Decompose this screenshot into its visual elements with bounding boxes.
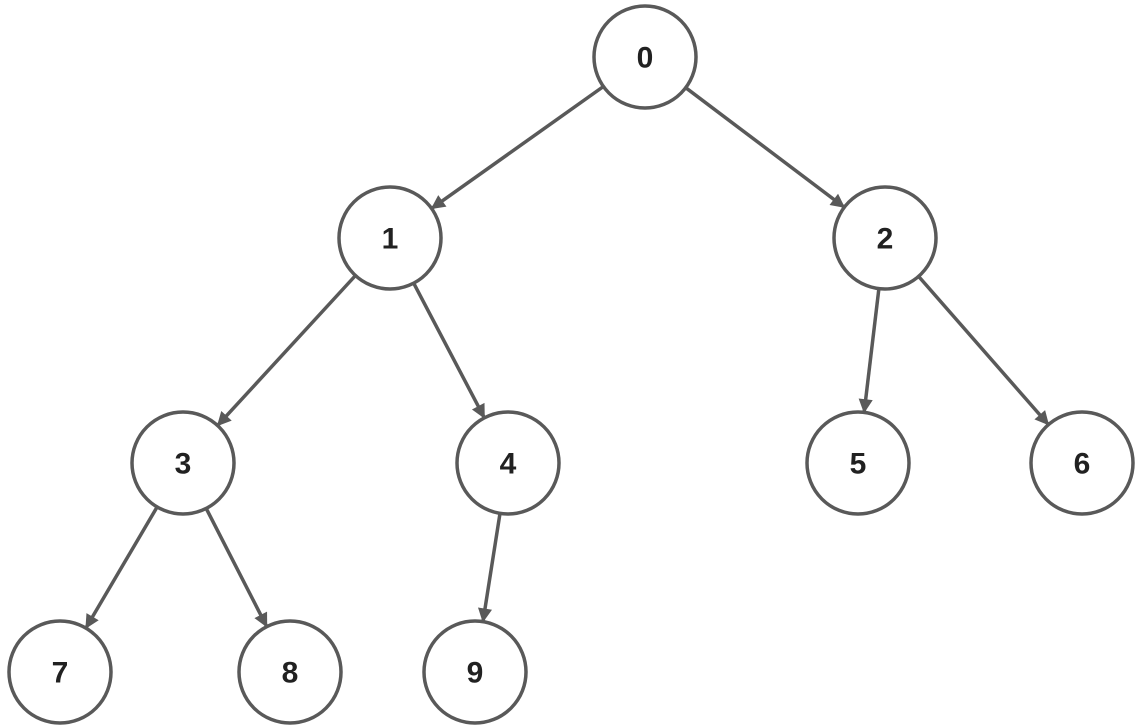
tree-node-9: 9 — [422, 619, 528, 725]
edges-layer — [83, 85, 1051, 630]
tree-node-circle-5 — [805, 410, 911, 516]
tree-node-0: 0 — [592, 4, 698, 110]
tree-node-8: 8 — [237, 619, 343, 725]
tree-edge-2-5 — [858, 288, 881, 414]
tree-edge-0-2 — [684, 86, 847, 210]
tree-node-circle-4 — [455, 410, 561, 516]
tree-node-circle-8 — [237, 619, 343, 725]
tree-node-label-7: 7 — [52, 657, 69, 690]
tree-node-1: 1 — [337, 185, 443, 291]
tree-node-label-0: 0 — [637, 42, 654, 75]
tree-node-label-5: 5 — [850, 448, 867, 481]
tree-node-label-1: 1 — [382, 223, 399, 256]
tree-node-4: 4 — [455, 410, 561, 516]
tree-node-circle-0 — [592, 4, 698, 110]
tree-edge-3-7 — [83, 506, 159, 630]
tree-node-2: 2 — [832, 185, 938, 291]
tree-edge-0-1 — [429, 85, 605, 211]
tree-node-circle-3 — [130, 410, 236, 516]
tree-node-label-6: 6 — [1074, 448, 1091, 481]
tree-node-3: 3 — [130, 410, 236, 516]
tree-node-7: 7 — [7, 619, 113, 725]
tree-node-circle-9 — [422, 619, 528, 725]
tree-edge-2-6 — [917, 275, 1051, 427]
nodes-layer: 0 1 2 3 4 5 6 7 8 9 — [7, 4, 1135, 725]
tree-node-5: 5 — [805, 410, 911, 516]
tree-node-6: 6 — [1029, 410, 1135, 516]
tree-node-label-4: 4 — [500, 448, 517, 481]
tree-node-circle-1 — [337, 185, 443, 291]
tree-edge-1-3 — [215, 274, 357, 428]
tree-node-label-3: 3 — [175, 448, 192, 481]
tree-node-label-9: 9 — [467, 657, 484, 690]
tree-node-circle-6 — [1029, 410, 1135, 516]
tree-node-label-2: 2 — [877, 223, 894, 256]
tree-edge-4-9 — [478, 513, 502, 623]
tree-edge-1-4 — [412, 282, 487, 420]
tree-node-label-8: 8 — [282, 657, 299, 690]
tree-edge-3-8 — [204, 507, 269, 629]
tree-node-circle-7 — [7, 619, 113, 725]
tree-node-circle-2 — [832, 185, 938, 291]
